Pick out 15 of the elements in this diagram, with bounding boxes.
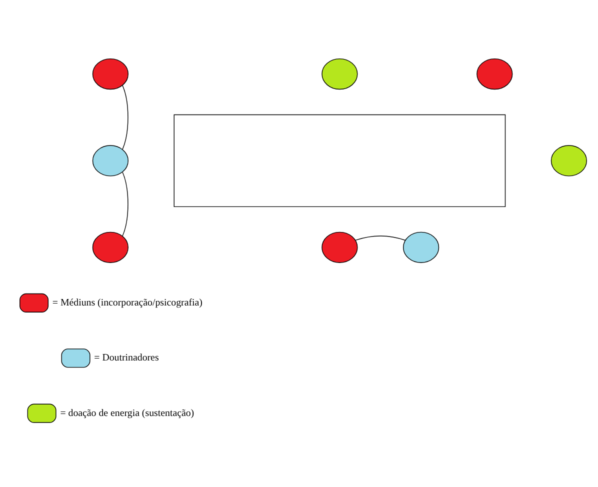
node-circle (322, 232, 358, 263)
node-circle (550, 145, 587, 176)
node-box (174, 114, 506, 208)
connector (122, 172, 128, 236)
connector (122, 85, 128, 150)
node-circle (322, 58, 358, 90)
node-circle (92, 58, 128, 90)
connector (355, 236, 406, 241)
legend-label: = Doutrinadores (94, 352, 159, 364)
node-circle (403, 232, 440, 263)
node-circle (92, 145, 128, 176)
node-circle (92, 232, 128, 263)
legend-label: = doação de energia (sustentação) (60, 408, 194, 419)
legend-label: = Médiuns (incorporação/psicografia) (52, 298, 202, 309)
node-circle (476, 58, 513, 90)
